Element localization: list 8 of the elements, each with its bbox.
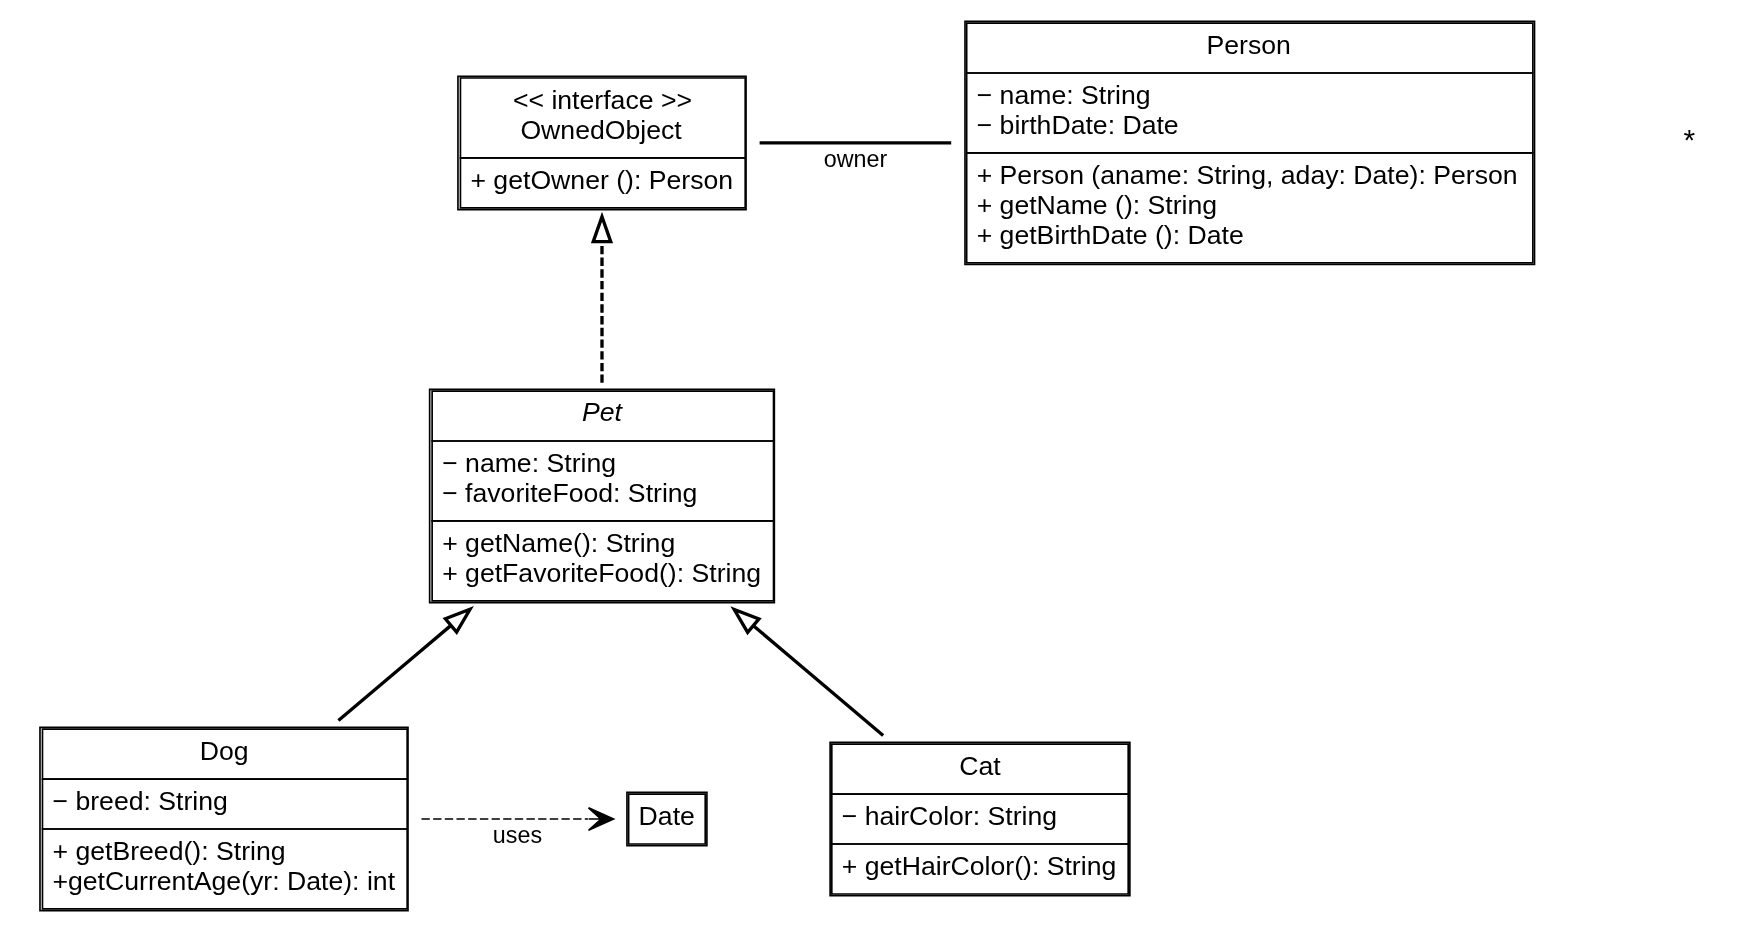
arrow xyxy=(590,211,613,383)
label: * xyxy=(1683,123,1695,157)
arrow xyxy=(420,806,614,832)
arrow xyxy=(336,606,474,722)
connector xyxy=(759,141,951,145)
edge-label: uses xyxy=(492,821,542,848)
edge-label: owner xyxy=(823,145,887,172)
arrow xyxy=(729,606,884,737)
